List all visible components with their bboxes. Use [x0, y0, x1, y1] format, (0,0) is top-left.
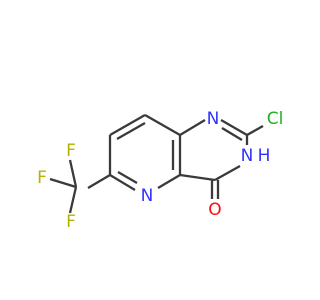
bond-top-left-double [116, 122, 146, 140]
atom-label-group: N Cl N H N O F F F [37, 109, 283, 232]
atom-f2: F [37, 168, 47, 188]
bond-top-left [109, 114, 146, 136]
bond-n1-c2-double [221, 127, 243, 141]
atom-n3: N [241, 146, 254, 166]
bond-n5-c4a [157, 174, 181, 189]
bond-n3-c4 [214, 164, 241, 182]
atom-cl: Cl [267, 109, 284, 129]
bond-cf3-f3 [68, 186, 78, 214]
bond-top-right [144, 114, 181, 136]
skeleton [49, 114, 264, 214]
bond-c4-c4a [179, 173, 216, 182]
bond-c2-cl [246, 124, 264, 137]
bond-cf3-f2 [49, 177, 77, 189]
atom-n1: N [207, 109, 220, 129]
bond-n1-c2 [220, 119, 248, 136]
bond-bottom-left-double [117, 171, 138, 184]
atom-f3: F [66, 212, 76, 232]
bond-bottom-left [109, 174, 136, 191]
atom-f1: F [66, 141, 76, 161]
molecule-structure: N Cl N H N O F F F [37, 109, 283, 232]
bond-cf3-f1 [68, 159, 78, 188]
atom-o: O [208, 200, 221, 220]
bond-c8a-n1 [179, 119, 206, 136]
bond-c6-c-cf3 [87, 174, 111, 189]
atom-n5: N [141, 186, 154, 206]
atom-h: H [258, 146, 271, 166]
